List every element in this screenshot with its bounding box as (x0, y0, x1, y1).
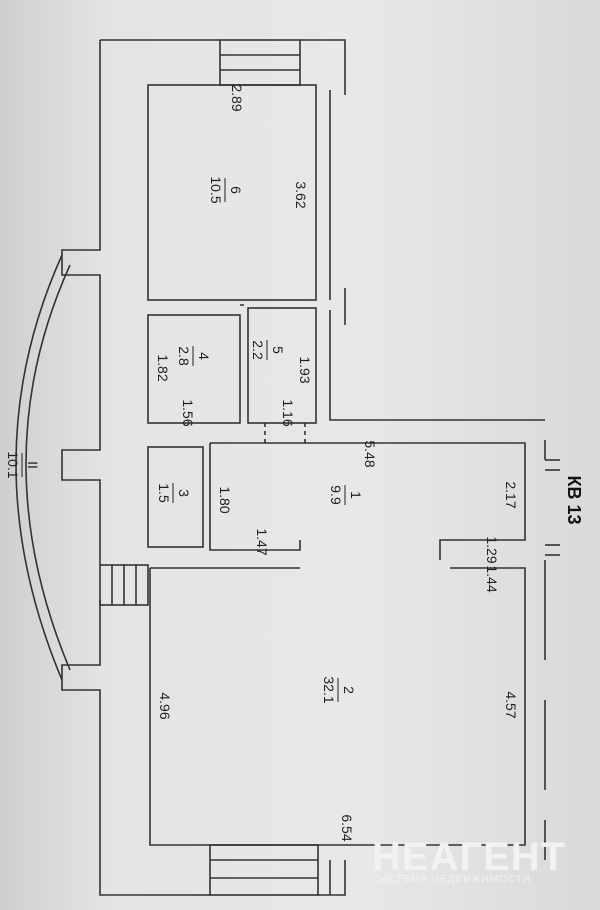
dim-r6-width: 2.89 (229, 84, 245, 111)
dim-r1-length: 5.48 (362, 440, 378, 467)
room-3-number: 3 (176, 489, 192, 497)
room-2-outline (149, 567, 526, 846)
dim-r1-notch-b: 1.29 (484, 536, 500, 563)
outer-wall (61, 39, 346, 896)
dim-r4-depth: 1.82 (155, 354, 171, 381)
room-1-number: 1 (348, 491, 364, 499)
room-6-number: 6 (228, 186, 244, 194)
room-4-outline (147, 314, 241, 424)
dim-r4-width: 1.56 (180, 399, 196, 426)
window-bottom (209, 844, 319, 896)
room-4-area: 2.8 (176, 346, 192, 366)
room-5-area: 2.2 (250, 340, 266, 360)
room-5-outline (247, 307, 317, 424)
room-6-area: 10.5 (208, 176, 224, 203)
dim-r2-right: 4.57 (503, 691, 519, 718)
room-5-number: 5 (270, 346, 286, 354)
door-marks (240, 304, 306, 443)
room-4-number: 4 (196, 352, 212, 360)
dim-r5-depth: 1.93 (297, 356, 313, 383)
dim-r5-width: 1.16 (280, 399, 296, 426)
window-right (545, 459, 560, 556)
dim-r1-width: 1.80 (217, 486, 233, 513)
room-1-area: 9.9 (328, 485, 344, 505)
watermark-tagline: СИСТЕМА НЕДВИЖИМОСТИ (372, 874, 531, 885)
room-6-outline (147, 84, 317, 301)
room-2-area: 32.1 (321, 676, 337, 703)
room-3-area: 1.5 (156, 483, 172, 503)
window-balcony-door (99, 564, 149, 606)
right-wall-stubs (329, 90, 546, 895)
room-1-outline (209, 442, 526, 560)
dim-r6-depth: 3.62 (293, 181, 309, 208)
dim-r2-notch: 1.44 (484, 565, 500, 592)
watermark-brand: НЕАГЕНТ (372, 835, 566, 879)
room-2-number: 2 (341, 686, 357, 694)
balcony-outline (15, 254, 71, 681)
dim-r2-length: 6.54 (339, 814, 355, 841)
balcony-area: 10.1 (5, 451, 21, 478)
room-3-outline (147, 446, 204, 548)
balcony-roman: II (25, 461, 41, 469)
window-top (219, 39, 301, 86)
dim-r2-left: 4.96 (157, 692, 173, 719)
dim-r1-notch-a: 1.47 (254, 528, 270, 555)
apartment-label: КВ 13 (564, 475, 584, 524)
dim-r1-right: 2.17 (503, 481, 519, 508)
